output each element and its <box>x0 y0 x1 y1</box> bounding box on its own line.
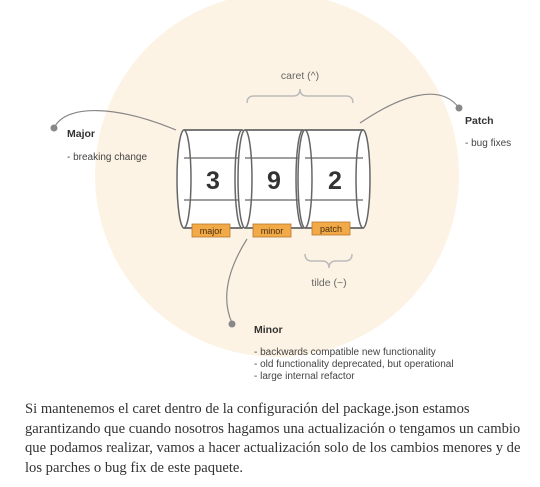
minor-connector-line <box>226 238 248 324</box>
major-tag <box>191 223 231 238</box>
tilde-label: tilde (~) <box>311 277 346 289</box>
patch-digit: 2 <box>328 167 342 195</box>
patch-tag-label: patch <box>320 224 342 234</box>
patch-connector-dot <box>455 104 463 112</box>
major-connector-line <box>53 110 177 131</box>
minor-tag <box>252 223 292 238</box>
major-connector-dot <box>50 124 58 132</box>
patch-title: Patch <box>465 115 494 127</box>
minor-tag-label: minor <box>261 226 284 236</box>
patch-connector-line <box>359 93 460 124</box>
caret-label: caret (^) <box>281 70 319 82</box>
minor-title: Minor <box>254 324 283 336</box>
minor-item: - old functionality deprecated, but oper… <box>254 359 454 370</box>
caret-brace <box>246 88 354 104</box>
tilde-brace <box>304 253 353 269</box>
patch-wheel: 2 <box>297 129 371 229</box>
caption-paragraph: Si mantenemos el caret dentro de la conf… <box>25 401 521 476</box>
major-digit: 3 <box>206 167 220 195</box>
patch-tag <box>311 221 351 236</box>
minor-connector-dot <box>228 320 236 328</box>
major-title: Major <box>67 128 95 140</box>
semver-diagram: caret (^) tilde (~) 3 9 <box>50 0 511 382</box>
major-tag-label: major <box>200 226 223 236</box>
patch-item: - bug fixes <box>465 138 511 149</box>
minor-item: - backwards compatible new functionality <box>254 347 436 358</box>
major-item: - breaking change <box>67 152 147 163</box>
minor-item: - large internal refactor <box>254 371 355 382</box>
minor-digit: 9 <box>267 167 281 195</box>
